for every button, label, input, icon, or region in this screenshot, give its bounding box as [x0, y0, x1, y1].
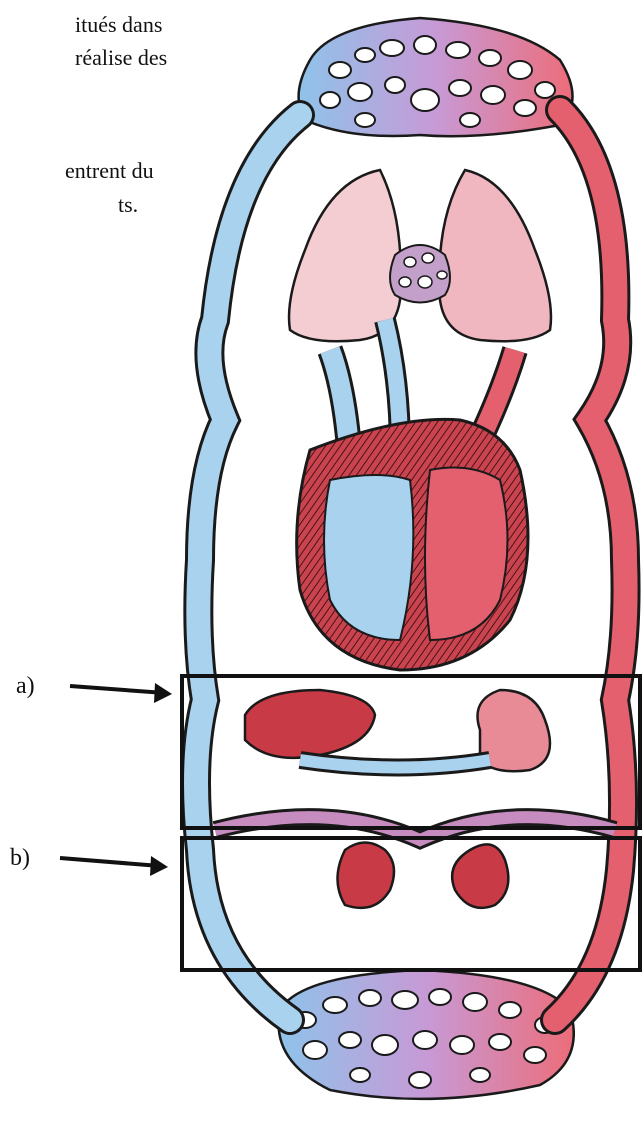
section-box-b — [182, 838, 640, 970]
upper-capillary-bed — [299, 18, 573, 136]
heart — [297, 419, 528, 670]
lower-capillary-bed — [279, 970, 574, 1099]
section-box-a — [182, 676, 640, 828]
kidneys — [338, 843, 509, 908]
arrow-b — [60, 856, 168, 876]
label-b: b) — [10, 844, 30, 872]
liver — [245, 690, 375, 758]
lungs — [289, 170, 551, 341]
label-a: a) — [16, 672, 35, 700]
arrow-a — [70, 683, 172, 703]
